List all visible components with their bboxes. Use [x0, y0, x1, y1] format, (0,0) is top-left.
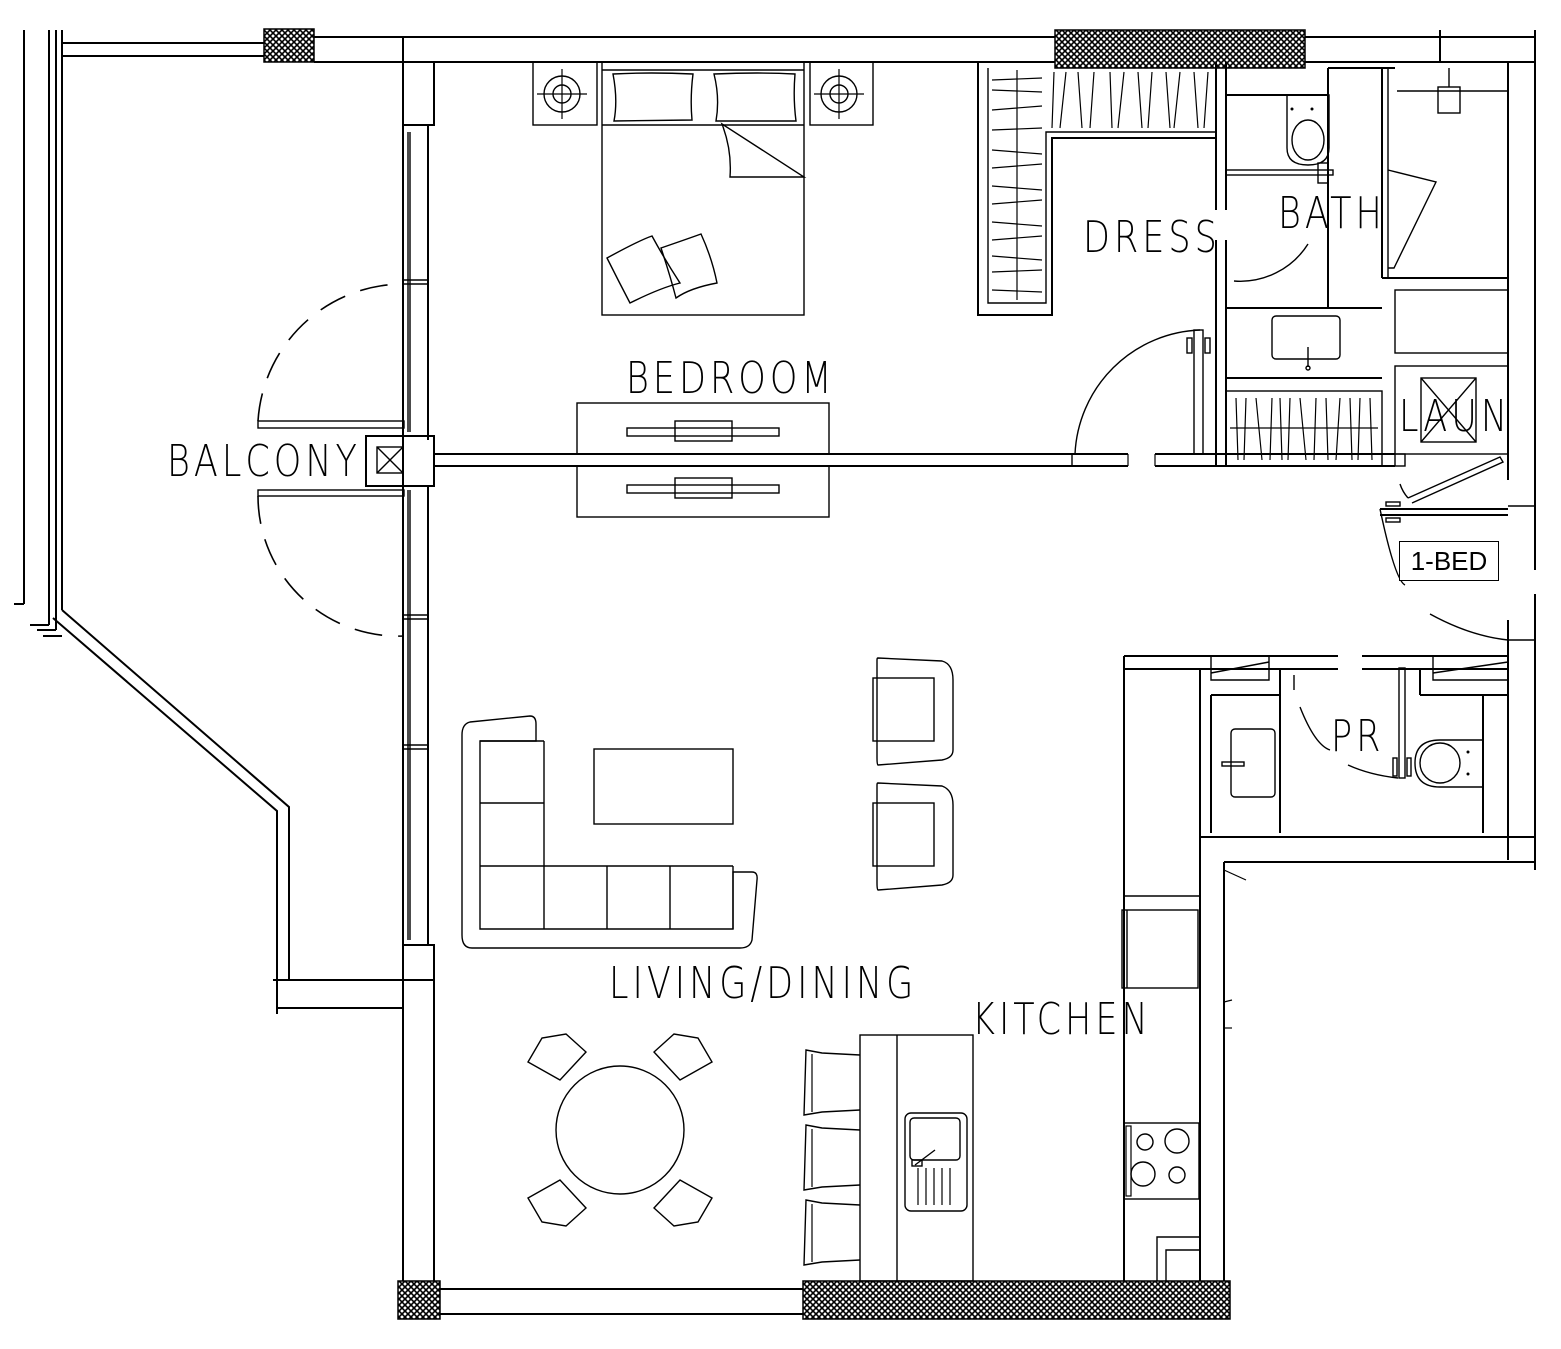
- unit-type-tag: 1-BED: [1399, 541, 1499, 581]
- bathroom: [1225, 67, 1508, 467]
- room-label-living-dining: LIVING/DINING: [609, 959, 918, 1010]
- washbasin-icon: [1271, 315, 1341, 371]
- armchair-icon: [872, 782, 954, 891]
- bar-stool-icon: [803, 1199, 861, 1266]
- swing-door-icon: [1387, 169, 1438, 269]
- bedroom-furniture: [434, 61, 1395, 518]
- swing-door-icon: [257, 495, 405, 637]
- room-label-balcony: BALCONY: [167, 437, 361, 488]
- powder-room: [1123, 655, 1509, 1281]
- refrigerator-icon: [1121, 909, 1199, 989]
- structural-columns: [263, 28, 1306, 1320]
- room-label-powder-room: PR: [1331, 712, 1385, 763]
- toilet-icon: [1286, 94, 1330, 166]
- balcony-area: [257, 283, 405, 637]
- swing-door-icon: [1074, 329, 1201, 455]
- swing-door-icon: [1407, 456, 1505, 504]
- kitchen-fixtures: [859, 895, 1200, 1282]
- armchair-icon: [872, 657, 954, 766]
- laundry: [1379, 277, 1535, 641]
- bedside-lamp-icon: [809, 61, 874, 126]
- room-label-kitchen: KITCHEN: [972, 995, 1152, 1046]
- swing-door-icon: [257, 283, 405, 422]
- dressing-room: [977, 62, 1227, 466]
- tv-console-icon: [576, 402, 830, 518]
- bar-stool-icon: [803, 1049, 861, 1116]
- round-dining-table-icon: [527, 1033, 713, 1227]
- room-label-laundry: LAUN: [1399, 392, 1512, 443]
- room-label-bedroom: BEDROOM: [626, 354, 836, 405]
- wardrobe-icon: [991, 70, 1043, 300]
- exterior-walls: [14, 30, 1536, 1318]
- swing-door-icon: [1347, 764, 1399, 779]
- bar-stool-icon: [803, 1124, 861, 1191]
- kitchen-sink-icon: [904, 1112, 968, 1212]
- room-label-bath: BATH: [1278, 189, 1386, 240]
- room-label-dress: DRESS: [1083, 213, 1221, 264]
- washing-machine-icon: [1420, 377, 1477, 443]
- washbasin-icon: [1221, 728, 1276, 798]
- swing-door-icon: [1233, 243, 1309, 282]
- coffee-table-icon: [593, 748, 734, 825]
- swing-door-icon: [1429, 613, 1509, 641]
- cooktop-icon: [1123, 1122, 1200, 1200]
- double-bed-icon: [601, 61, 807, 316]
- l-shaped-sofa-icon: [461, 715, 758, 949]
- wardrobe-icon: [1230, 397, 1378, 461]
- toilet-icon: [1414, 739, 1484, 788]
- swing-door-icon: [1379, 508, 1406, 586]
- bedside-lamp-icon: [532, 61, 598, 126]
- wardrobe-icon: [1051, 71, 1209, 129]
- living-dining-furniture: [461, 657, 954, 1266]
